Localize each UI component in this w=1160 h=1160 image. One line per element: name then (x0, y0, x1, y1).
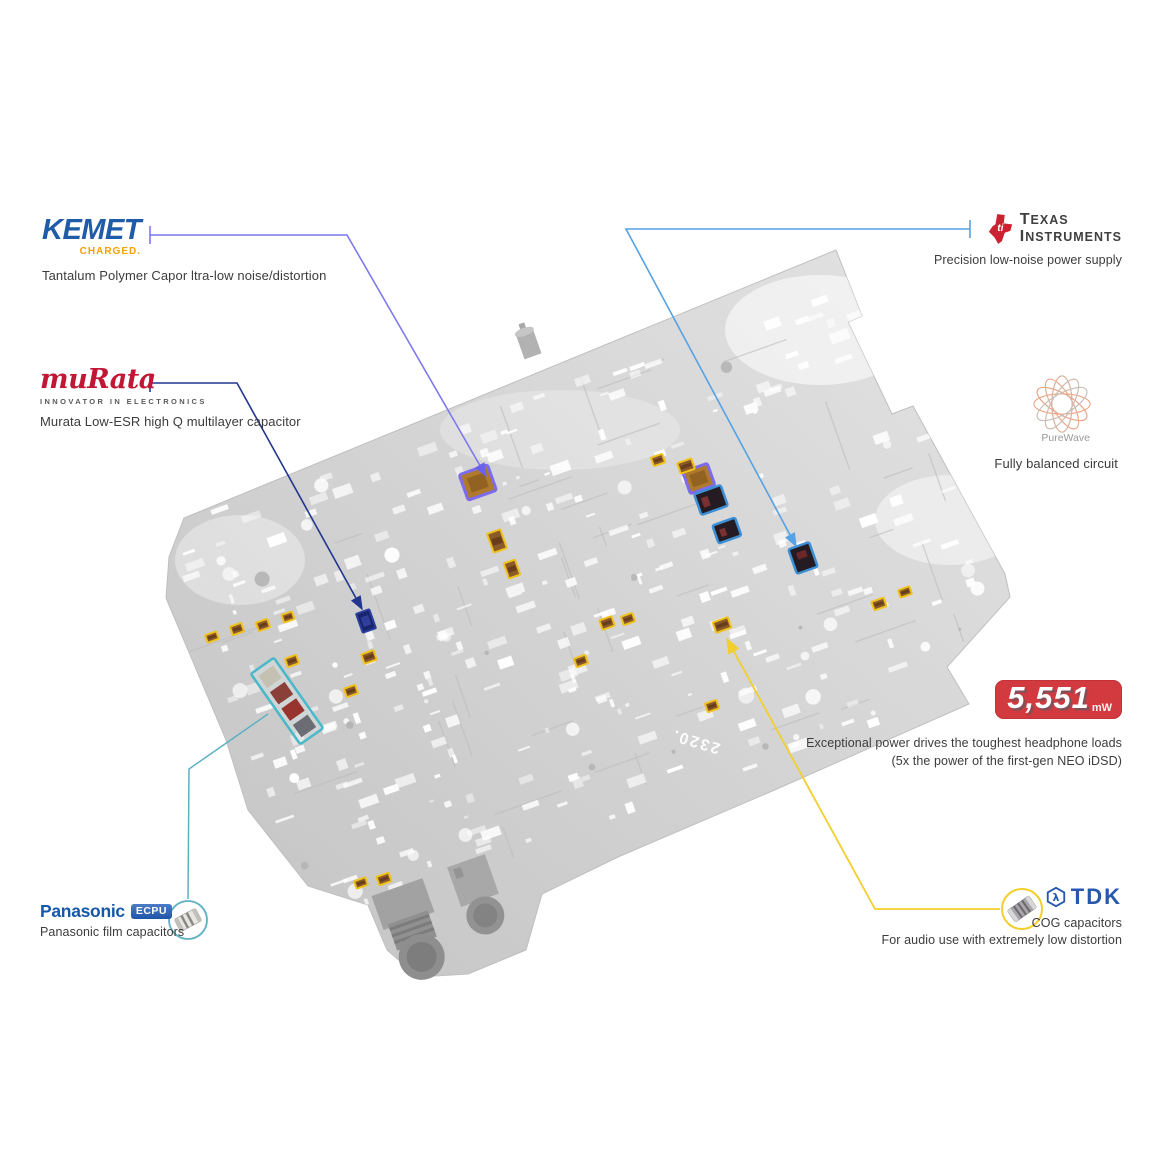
headphone-jack-large (371, 878, 445, 980)
cog-capacitor-highlight (573, 654, 589, 668)
cog-capacitor-highlight (360, 649, 378, 665)
tdk-logo: λ TDK (1045, 886, 1122, 908)
ti-wordmark-line2: Instruments (1019, 227, 1122, 245)
cog-capacitor-highlight (711, 616, 733, 634)
cog-capacitor-highlight (897, 585, 913, 599)
pcb-board-outline (165, 249, 1011, 978)
kemet-wordmark: KEMET (42, 214, 142, 246)
cog-capacitor-highlight (229, 622, 245, 636)
cog-capacitor-highlight (704, 699, 720, 713)
callout-lines (149, 220, 1000, 910)
ti-wordmark: Texas Instruments (1020, 212, 1122, 246)
tdk-callout-line (726, 637, 1000, 910)
cog-capacitor-highlight (486, 528, 508, 554)
cog-capacitor-highlight (284, 654, 300, 668)
kemet-callout-line (149, 226, 486, 476)
cog-capacitor-highlight (676, 457, 696, 475)
tdk-wordmark: TDK (1070, 884, 1122, 909)
murata-wordmark: muRata (40, 364, 156, 395)
ti-texas-state-icon: ti (988, 214, 1012, 244)
panasonic-caption: Panasonic film capacitors (40, 924, 185, 939)
murata-callout: muRata INNOVATOR IN ELECTRONICS Murata L… (40, 366, 301, 429)
ti-wordmark-line1: Texas (1019, 211, 1069, 228)
power-caption-line1: Exceptional power drives the toughest he… (806, 736, 1122, 750)
cog-capacitor-highlight (375, 871, 393, 887)
power-caption-line2: (5x the power of the first-gen NEO iDSD) (891, 753, 1122, 768)
kemet-logo: KEMET CHARGED. (42, 214, 142, 258)
kemet-callout: KEMET CHARGED. Tantalum Polymer Capor lt… (42, 214, 327, 284)
purewave-spirograph-icon (1033, 375, 1091, 433)
murata-callout-line (149, 374, 362, 609)
svg-text:λ: λ (1052, 891, 1059, 904)
cog-capacitor-highlight (598, 615, 616, 631)
purewave-label: PureWave (1041, 432, 1090, 444)
power-unit: mW (1091, 702, 1112, 714)
tdk-callout: λ TDK COG capacitors For audio use with … (881, 886, 1122, 948)
cog-capacitor-highlight (343, 684, 359, 698)
dc-barrel-connector (514, 322, 542, 360)
svg-text:ti: ti (997, 223, 1004, 234)
panasonic-callout: Panasonic ECPU Panasonic film capacitors (40, 901, 185, 939)
panasonic-callout-line (187, 713, 269, 900)
panasonic-ecpu-badge: ECPU (130, 904, 173, 920)
tdk-cog-capacitor-highlights (204, 453, 913, 890)
cog-capacitor-highlight (502, 558, 522, 580)
cog-capacitor-highlight (280, 610, 296, 624)
murata-subtitle: INNOVATOR IN ELECTRONICS (40, 397, 207, 406)
tdk-label: COG capacitors (1031, 916, 1122, 930)
kemet-tagline: CHARGED. (79, 246, 141, 257)
cog-capacitor-highlight (255, 618, 271, 632)
cog-capacitor-highlight (620, 612, 636, 626)
panasonic-wordmark: Panasonic (40, 901, 125, 921)
power-value: 5,551 (1007, 680, 1090, 715)
headphone-jack-small (447, 854, 505, 935)
panasonic-chip-photo-circle (168, 900, 208, 940)
ti-caption: Precision low-noise power supply (933, 253, 1122, 267)
ti-callout: ti Texas Instruments Precision low-noise… (934, 212, 1122, 267)
tdk-caption: For audio use with extremely low distort… (881, 933, 1122, 947)
purewave-callout: PureWave Fully balanced circuit (990, 368, 1120, 478)
panasonic-film-capacitors-highlight (250, 657, 324, 745)
cog-capacitor-highlight (870, 596, 888, 612)
tdk-chip-photo-circle (1001, 888, 1043, 930)
cog-capacitor-highlight (204, 630, 220, 644)
purewave-caption: Fully balanced circuit (994, 456, 1118, 471)
pcb-components-texture (175, 275, 1010, 934)
panasonic-logo: Panasonic ECPU (40, 901, 184, 921)
ti-chip-highlight-1 (693, 484, 729, 516)
cog-capacitor-highlight (650, 453, 666, 467)
murata-caption: Murata Low-ESR high Q multilayer capacit… (40, 414, 301, 429)
tdk-hexagon-lambda-icon: λ (1046, 886, 1065, 908)
cog-capacitor-highlight (353, 876, 369, 890)
ti-callout-line (624, 220, 971, 546)
kemet-caption: Tantalum Polymer Capor ltra-low noise/di… (42, 268, 327, 283)
ti-logo: ti Texas Instruments (987, 212, 1122, 246)
ti-chip-highlight-2 (711, 516, 743, 545)
